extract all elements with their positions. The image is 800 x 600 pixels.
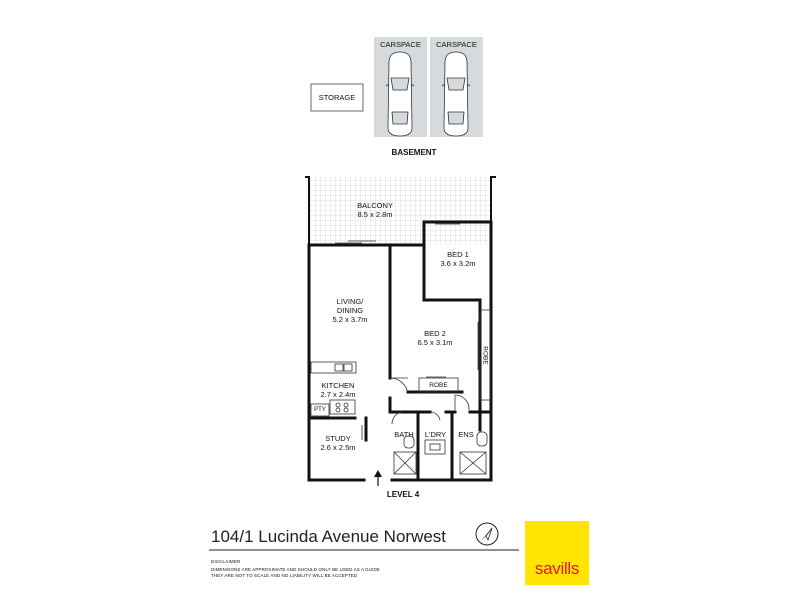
disclaimer-title: DISCLAIMER bbox=[211, 559, 241, 564]
bed1-name: BED 1 bbox=[447, 250, 469, 259]
kitchen-dims: 2.7 x 2.4m bbox=[320, 390, 356, 399]
living-dims: 5.2 x 3.7m bbox=[332, 315, 368, 324]
bed1-robe-label: ROBE bbox=[481, 346, 489, 365]
storage-label: STORAGE bbox=[318, 93, 356, 102]
north-arrow-icon bbox=[475, 522, 499, 546]
carspace-2-label: CARSPACE bbox=[436, 40, 477, 49]
property-address: 104/1 Lucinda Avenue Norwest bbox=[211, 527, 447, 546]
bed2-robe-label: ROBE bbox=[429, 382, 448, 389]
carspace-1-label: CARSPACE bbox=[380, 40, 421, 49]
car-icon bbox=[441, 51, 471, 137]
ensuite-label: ENS bbox=[458, 430, 474, 439]
balcony-dims: 8.5 x 2.8m bbox=[357, 210, 393, 219]
study-dims: 2.6 x 2.5m bbox=[320, 443, 356, 452]
balcony-name: BALCONY bbox=[357, 201, 393, 210]
bed2-name: BED 2 bbox=[424, 329, 446, 338]
car-icon bbox=[385, 51, 415, 137]
bath-label: BATH bbox=[394, 430, 414, 439]
bed1-dims: 3.6 x 3.2m bbox=[440, 259, 476, 268]
storage-box bbox=[310, 83, 364, 112]
living-name-2: DINING bbox=[336, 306, 364, 315]
savills-logo: savills bbox=[525, 521, 589, 585]
brand-name: savills bbox=[534, 559, 580, 578]
level-heading: LEVEL 4 bbox=[386, 490, 420, 499]
living-name-1: LIVING/ bbox=[336, 297, 364, 306]
disclaimer-line-1: DIMENSIONS ARE APPROXIMATE AND SHOULD ON… bbox=[211, 567, 380, 572]
bed2-dims: 6.5 x 3.1m bbox=[417, 338, 453, 347]
basement-heading: BASEMENT bbox=[391, 148, 437, 157]
pantry-label: PTY bbox=[314, 407, 326, 413]
study-name: STUDY bbox=[325, 434, 351, 443]
disclaimer-line-2: THEY ARE NOT TO SCALE AND NO LIABILITY W… bbox=[211, 573, 358, 578]
laundry-label: L'DRY bbox=[424, 430, 447, 439]
kitchen-name: KITCHEN bbox=[321, 381, 355, 390]
entry-arrow-icon bbox=[374, 470, 382, 486]
balcony-area bbox=[310, 177, 490, 245]
